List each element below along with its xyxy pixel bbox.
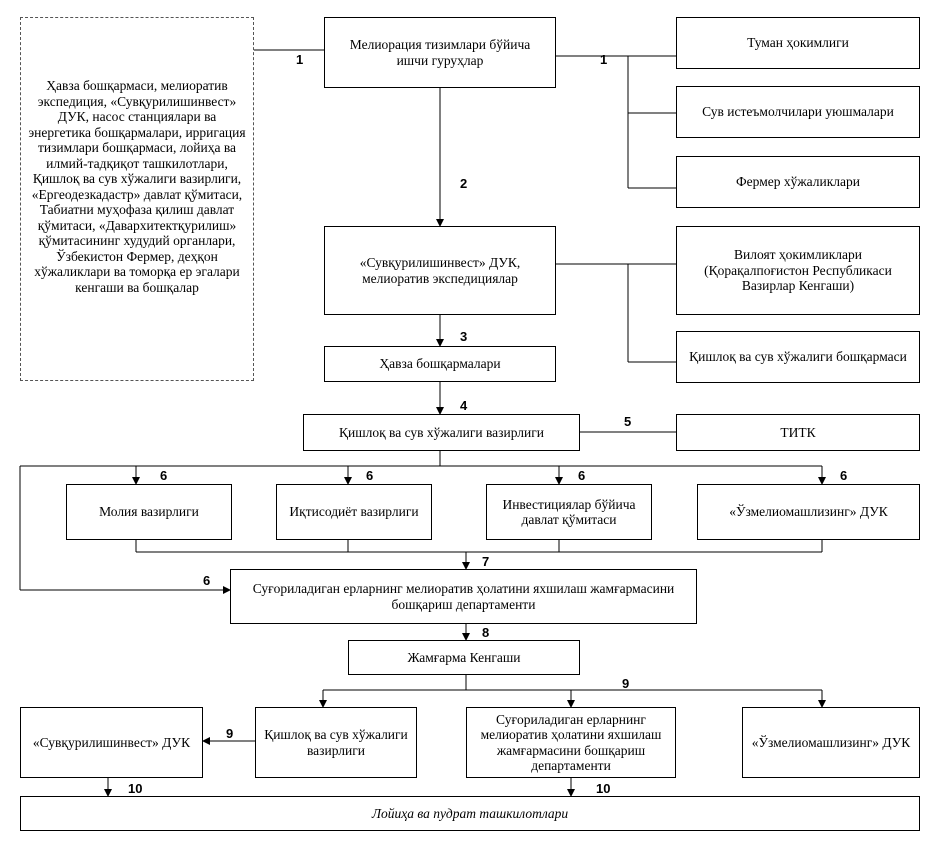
uzmelio-box: «Ўзмелиомашлизинг» ДУК: [697, 484, 920, 540]
edge-label: 6: [366, 468, 374, 483]
edge-label: 10: [128, 781, 143, 796]
investment-box: Инвестициялар бўйича давлат қўмитаси: [486, 484, 652, 540]
ministry2-box: Қишлоқ ва сув хўжалиги вазирлиги: [255, 707, 417, 778]
edge-label: 6: [160, 468, 168, 483]
fund-council-box: Жамғарма Кенгаши: [348, 640, 580, 675]
economy-box: Иқтисодиёт вазирлиги: [276, 484, 432, 540]
district-hokim-box: Туман ҳокимлиги: [676, 17, 920, 69]
titk-box: ТИТК: [676, 414, 920, 451]
edge-label: 9: [622, 676, 630, 691]
edge-label: 2: [460, 176, 468, 191]
side-note-box: Ҳавза бошқармаси, мелиоратив экспедиция,…: [20, 17, 254, 381]
basin-depts-box: Ҳавза бошқармалари: [324, 346, 556, 382]
edge-label: 7: [482, 554, 490, 569]
department-box: Суғориладиган ерларнинг мелиоратив ҳолат…: [230, 569, 697, 624]
suv-expedition-box: «Сувқурилишинвест» ДУК, мелиоратив экспе…: [324, 226, 556, 315]
uzmelio2-box: «Ўзмелиомашлизинг» ДУК: [742, 707, 920, 778]
edge-label: 8: [482, 625, 490, 640]
farms-box: Фермер хўжаликлари: [676, 156, 920, 208]
suv-duk-box: «Сувқурилишинвест» ДУК: [20, 707, 203, 778]
department2-box: Суғориладиган ерларнинг мелиоратив ҳолат…: [466, 707, 676, 778]
edge-label: 9: [226, 726, 234, 741]
edge-label: 6: [203, 573, 211, 588]
working-groups-box: Мелиорация тизимлари бўйича ишчи гуруҳла…: [324, 17, 556, 88]
edge-label: 5: [624, 414, 632, 429]
finance-box: Молия вазирлиги: [66, 484, 232, 540]
edge-label: 10: [596, 781, 611, 796]
regional-hokim-box: Вилоят ҳокимликлари (Қорақалпоғистон Рес…: [676, 226, 920, 315]
edge-label: 1: [600, 52, 608, 67]
edge-label: 6: [578, 468, 586, 483]
edge-label: 3: [460, 329, 468, 344]
water-users-box: Сув истеъмолчилари уюшмалари: [676, 86, 920, 138]
design-orgs-box: Лойиҳа ва пудрат ташкилотлари: [20, 796, 920, 831]
edge-label: 4: [460, 398, 468, 413]
edge-label: 1: [296, 52, 304, 67]
agri-dept-box: Қишлоқ ва сув хўжалиги бошқармаси: [676, 331, 920, 383]
edge-label: 6: [840, 468, 848, 483]
ministry-box: Қишлоқ ва сув хўжалиги вазирлиги: [303, 414, 580, 451]
